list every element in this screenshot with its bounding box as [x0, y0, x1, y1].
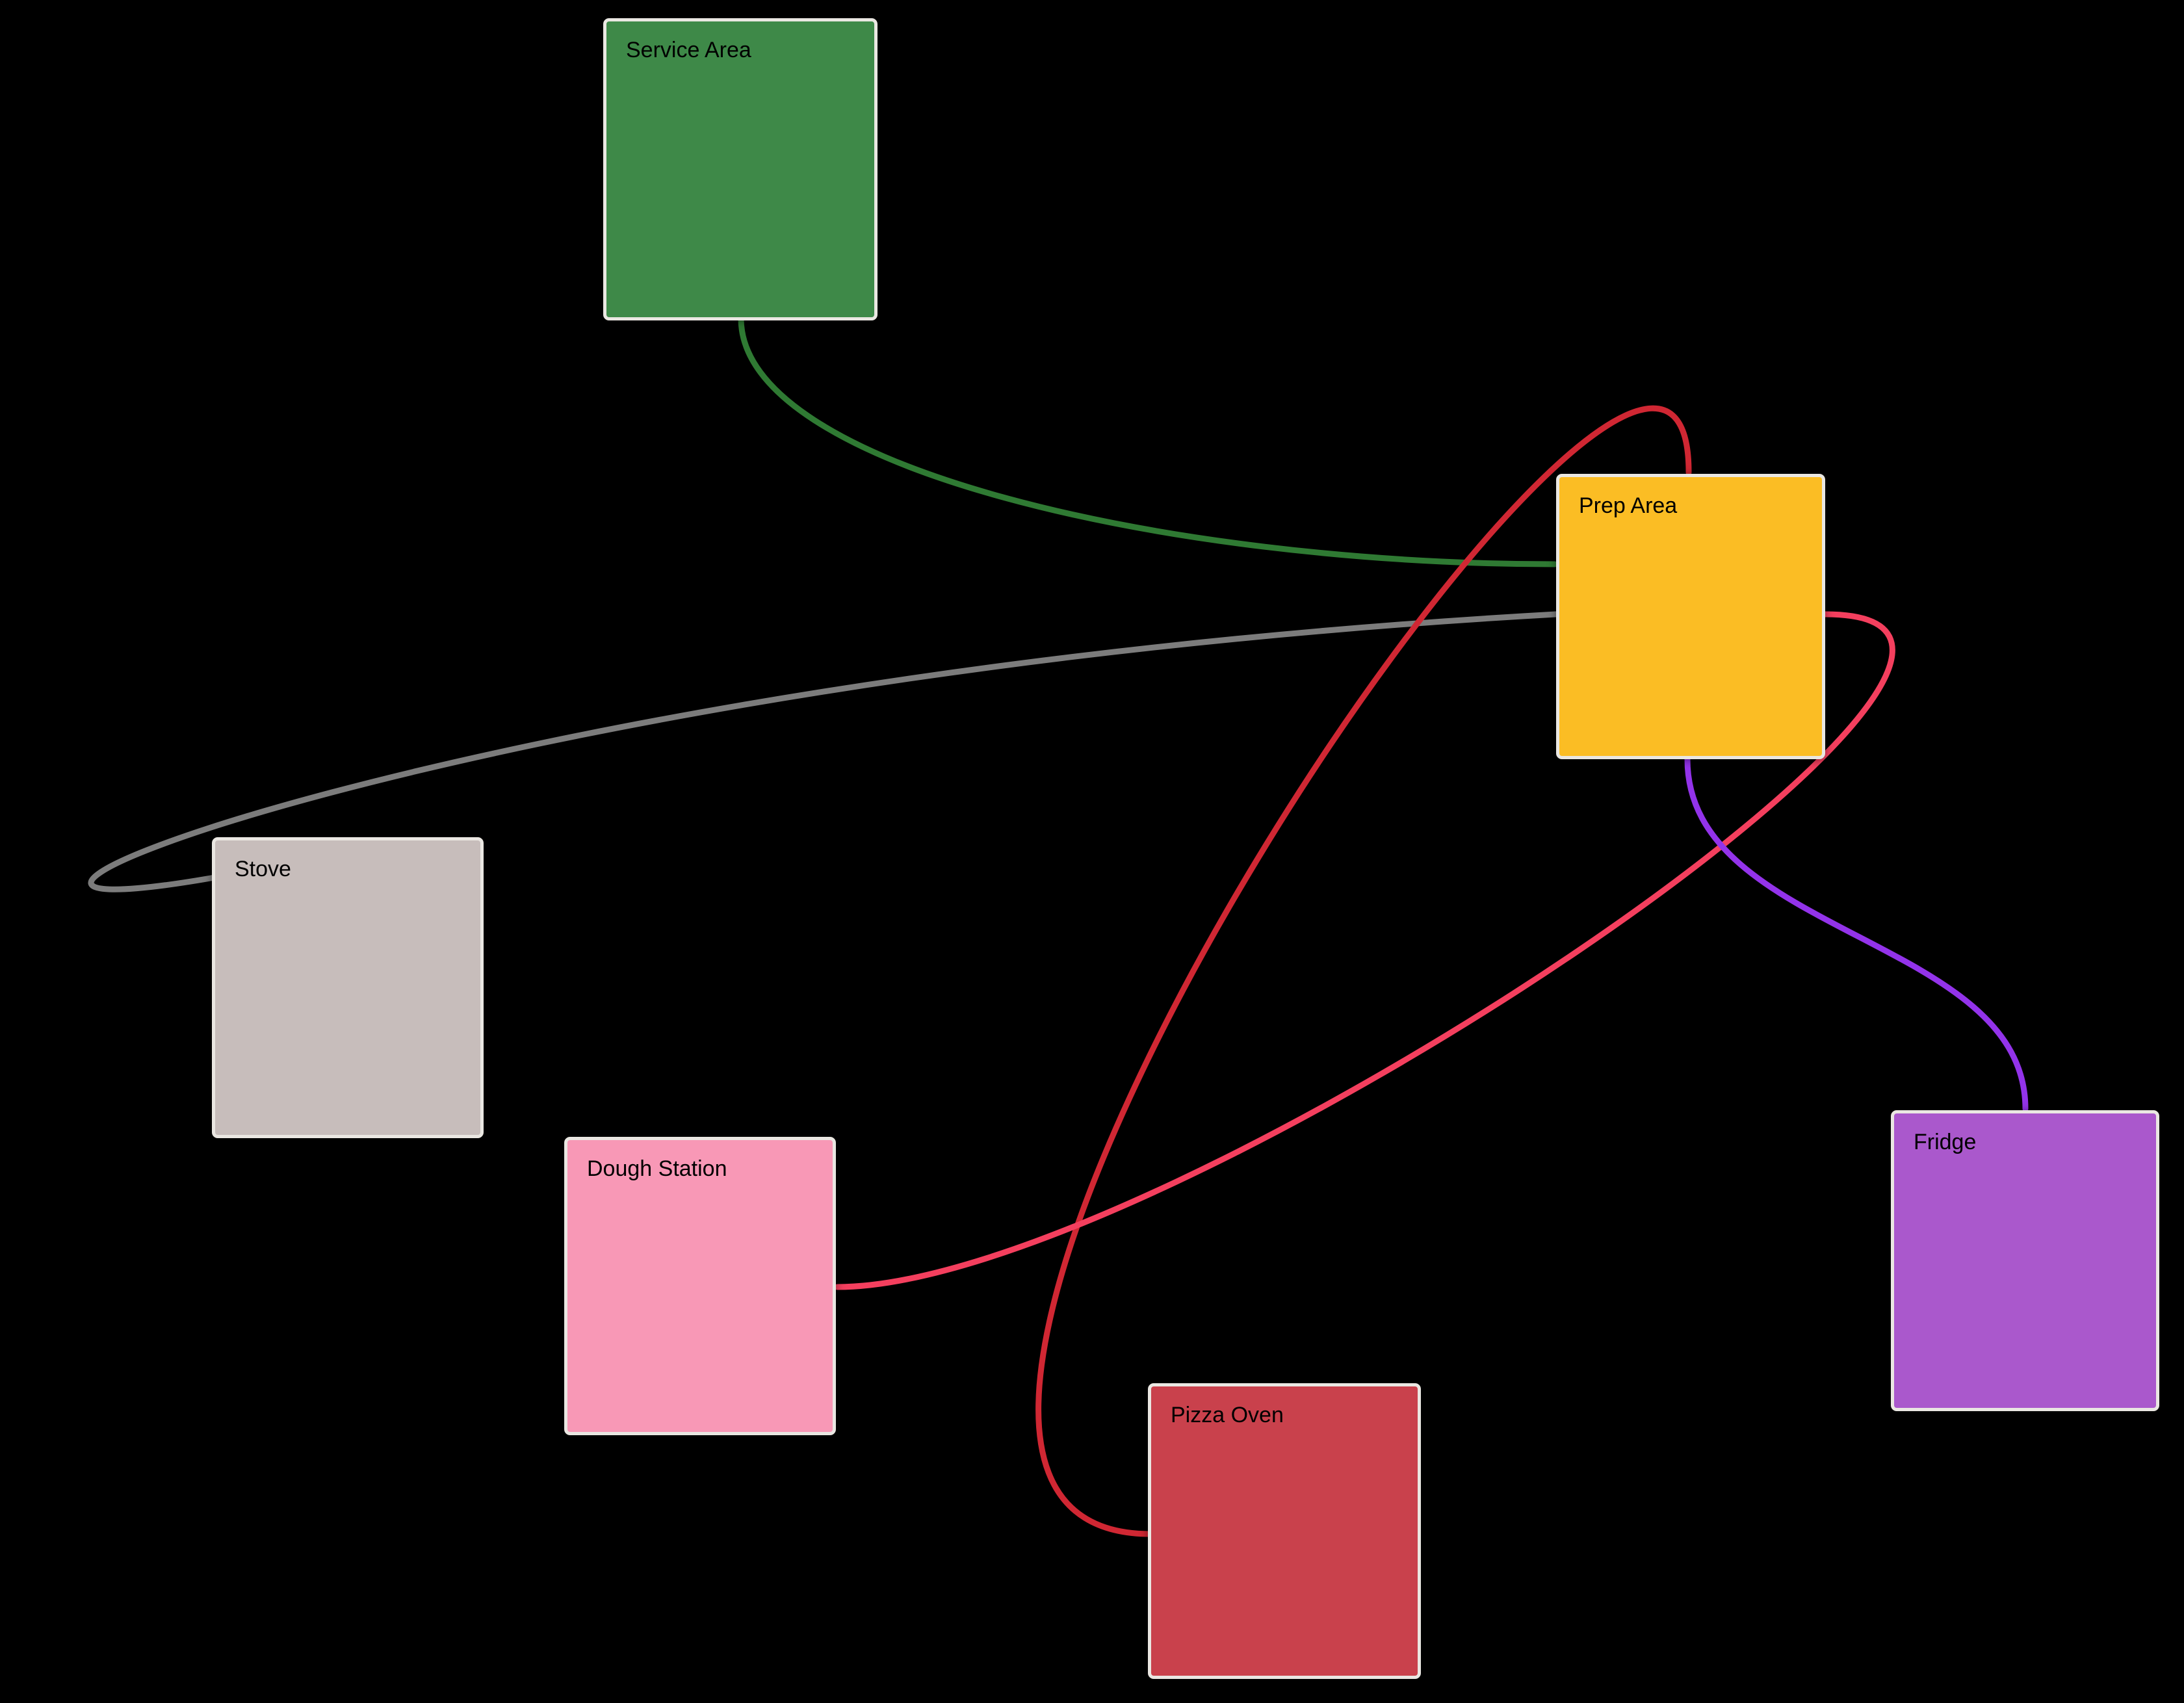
edge-prep-area-fridge[interactable] [1684, 756, 2029, 1112]
edge-prep-area-stove[interactable] [88, 611, 1559, 892]
node-fridge-label: Fridge [1914, 1130, 1977, 1154]
node-stove-label: Stove [235, 857, 291, 881]
node-dough-station-label: Dough Station [587, 1156, 727, 1181]
node-service-area[interactable]: Service Area [603, 18, 878, 320]
node-prep-area-label: Prep Area [1579, 493, 1678, 518]
node-dough-station[interactable]: Dough Station [564, 1137, 836, 1435]
edge-pizza-oven-prep-area[interactable] [1035, 405, 1692, 1537]
node-pizza-oven-label: Pizza Oven [1171, 1403, 1284, 1427]
edge-service-area-prep-area[interactable] [738, 315, 1558, 567]
edge-prep-area-dough-station[interactable] [834, 611, 1895, 1290]
node-pizza-oven[interactable]: Pizza Oven [1148, 1383, 1421, 1679]
node-prep-area[interactable]: Prep Area [1556, 474, 1825, 759]
node-stove[interactable]: Stove [212, 837, 484, 1138]
node-fridge[interactable]: Fridge [1891, 1110, 2159, 1411]
node-service-area-label: Service Area [626, 38, 751, 62]
